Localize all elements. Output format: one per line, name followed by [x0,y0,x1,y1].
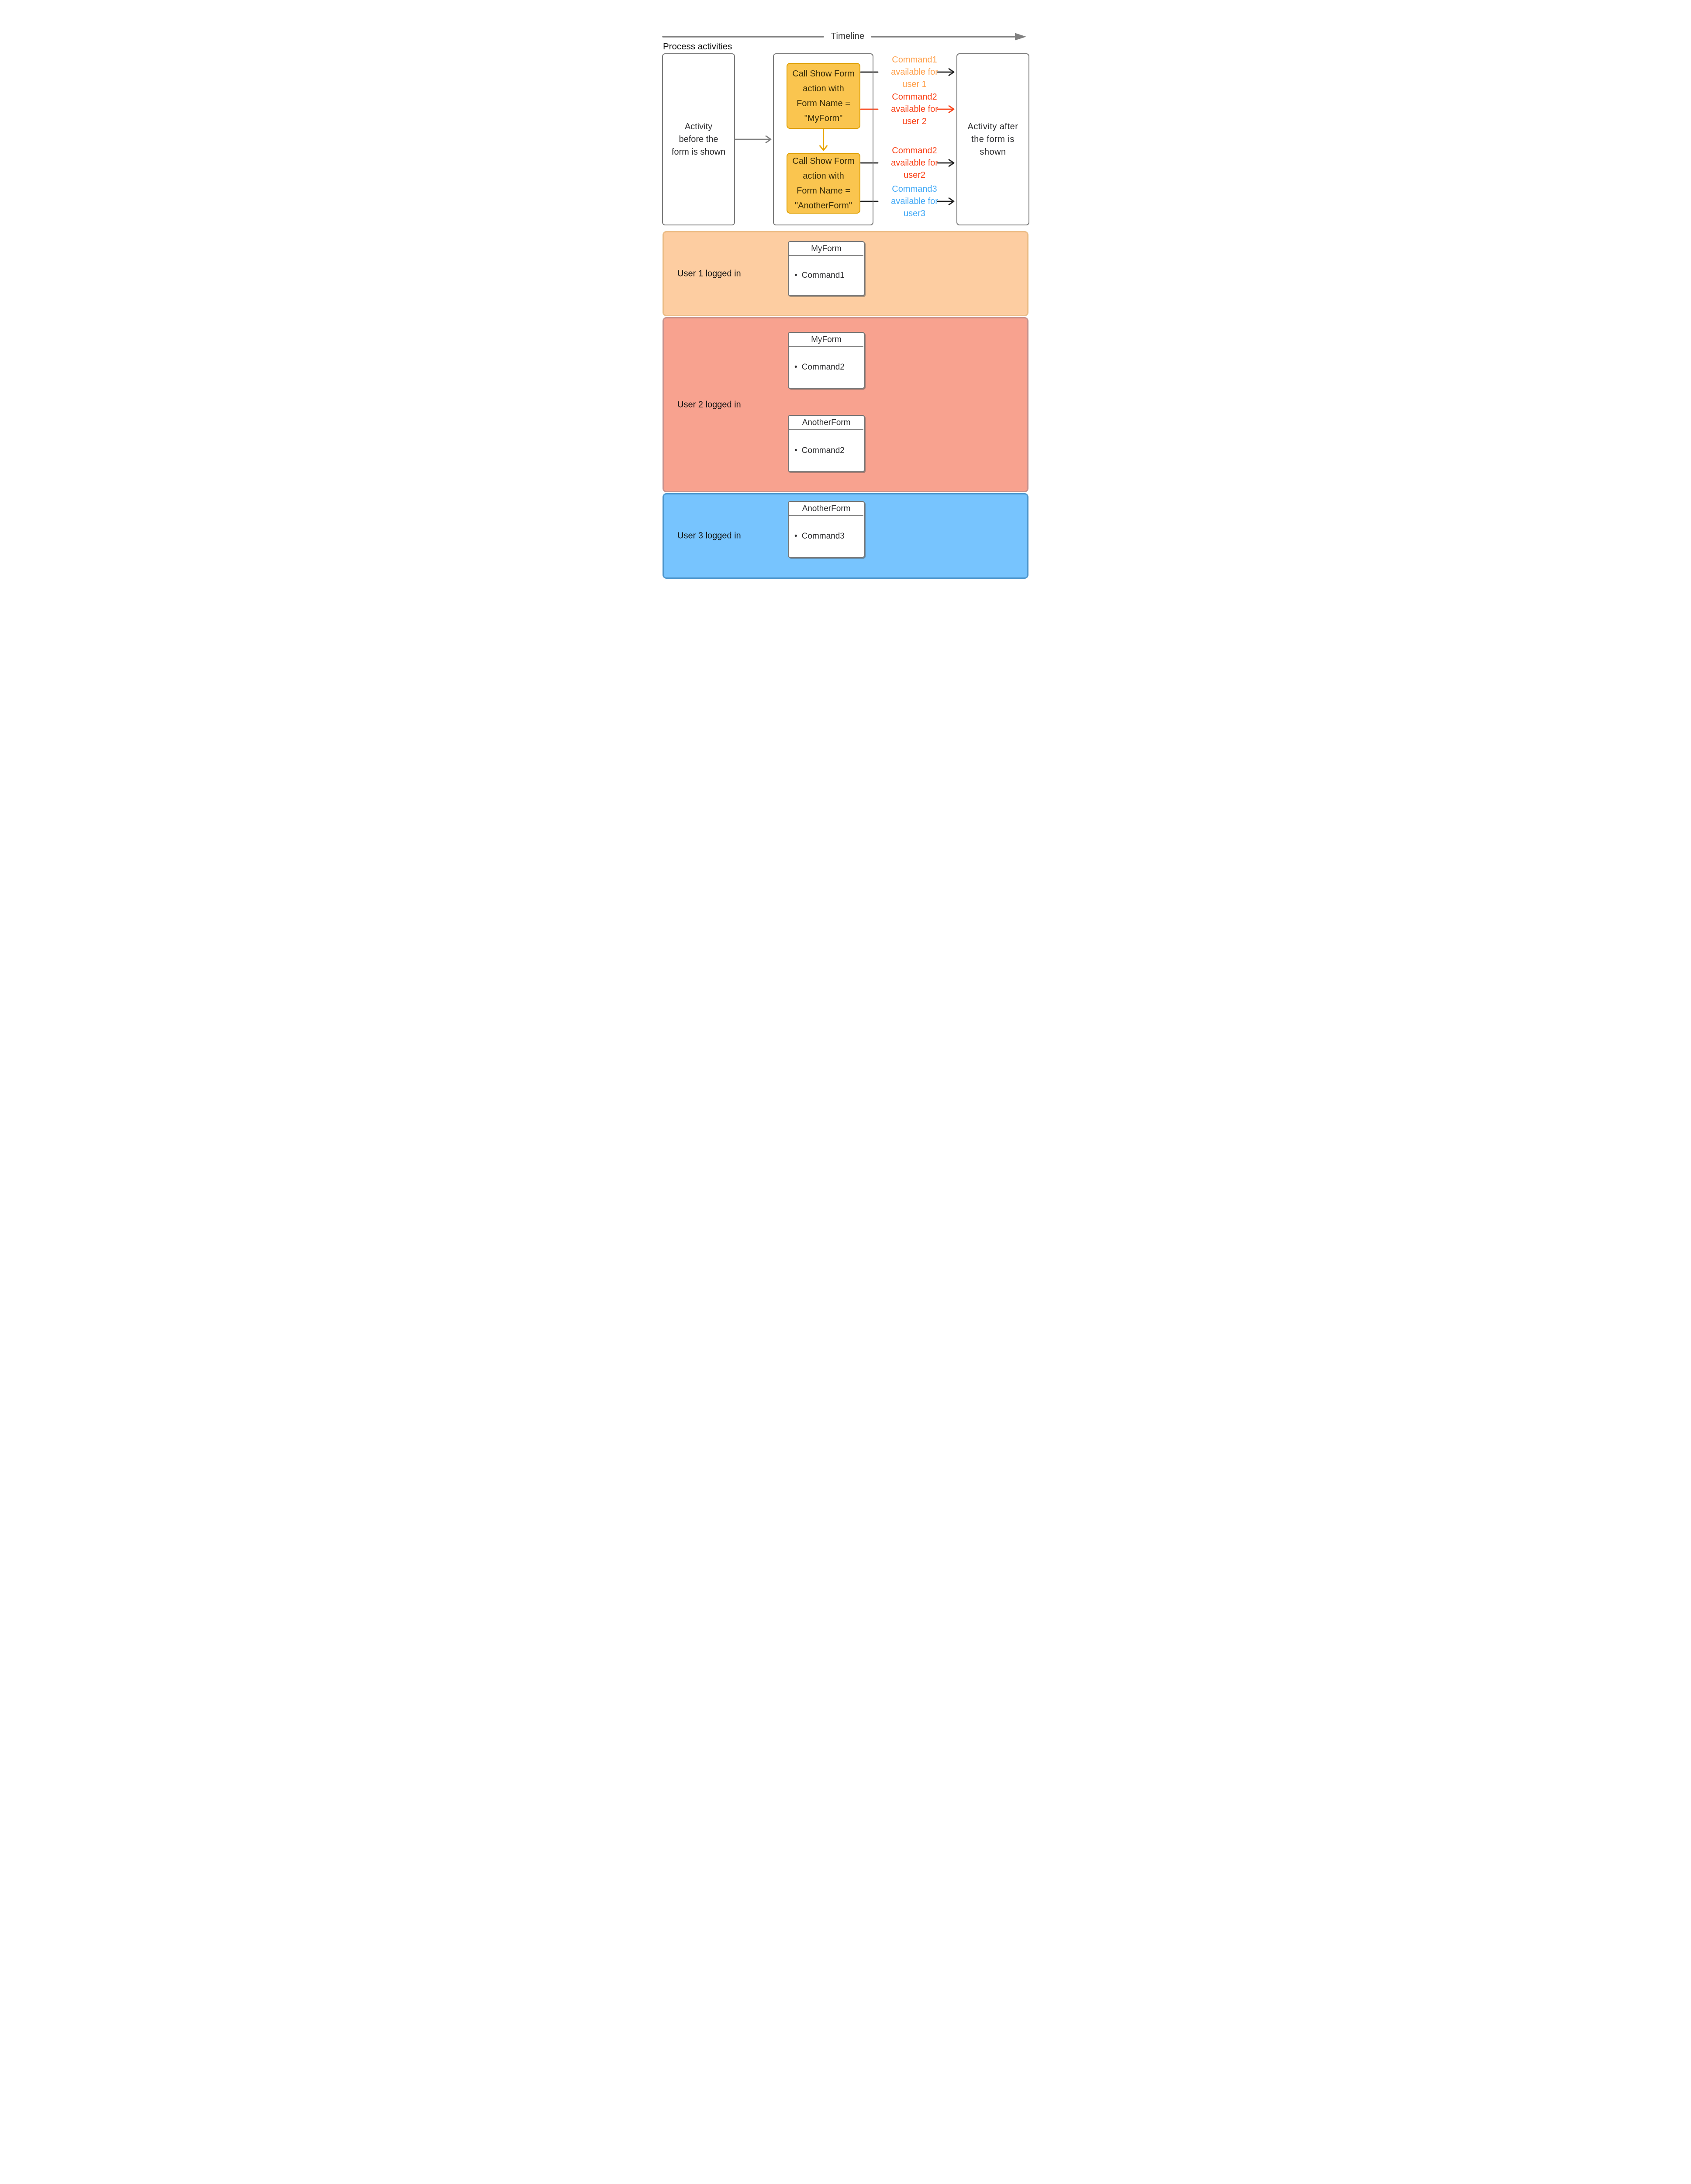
form-title: AnotherForm [802,418,851,427]
form-body: Command1 [789,256,864,295]
annotation-line: user 1 [902,79,927,89]
user3-band-label: User 3 logged in [677,531,741,541]
annotation-line: user2 [903,170,926,180]
annotation-command2-user2-myform: Command2 available for user 2 [875,91,954,128]
box-line: "AnotherForm" [795,200,852,211]
form-command-item: Command3 [794,532,845,541]
form-body: Command2 [789,347,864,388]
annotation-line: user 2 [902,117,927,126]
annotation-command3-user3: Command3 available for user3 [875,183,954,220]
form-title: AnotherForm [802,504,851,513]
annotation-line: available for [891,158,938,168]
form-window-myform-user2: MyForm Command2 [788,332,865,389]
annotation-line: Command1 [892,55,937,65]
form-title: MyForm [811,335,842,344]
box-line: Call Show Form [792,69,855,79]
form-command-item: Command1 [794,271,845,280]
annotation-line: available for [891,67,938,77]
box-line: Call Show Form [792,156,855,166]
form-title-divider [789,346,863,347]
box-line: "MyForm" [804,113,843,123]
form-title: MyForm [811,244,842,253]
annotation-line: user3 [903,209,926,218]
form-window-anotherform-user3: AnotherForm Command3 [788,501,865,558]
annotation-line: Command3 [892,184,937,194]
arrow-before-to-actions [734,135,772,143]
form-title-divider [789,515,863,516]
box-line: Activity after [967,121,1018,131]
box-line: form is shown [671,147,726,157]
annotation-line: Command2 [892,92,937,102]
form-command-item: Command2 [794,363,845,372]
diagram-canvas: Timeline Process activities Activity bef… [634,0,1057,600]
annotation-command2-user2-anotherform: Command2 available for user2 [875,145,954,181]
annotation-line: available for [891,104,938,114]
box-line: shown [980,147,1006,157]
activity-before-box: Activity before the form is shown [662,53,735,225]
box-line: before the [679,134,718,144]
box-line: Form Name = [797,186,850,196]
form-command-item: Command2 [794,446,845,456]
annotation-line: available for [891,197,938,206]
action-box-anotherform: Call Show Form action with Form Name = "… [787,153,860,214]
timeline-label: Timeline [831,31,865,41]
form-title-divider [789,255,863,256]
action-box-myform: Call Show Form action with Form Name = "… [787,63,860,129]
form-window-myform-user1: MyForm Command1 [788,241,865,296]
annotation-command1-user1: Command1 available for user 1 [875,54,954,90]
user1-band-label: User 1 logged in [677,269,741,278]
box-line: action with [803,83,844,93]
annotation-line: Command2 [892,146,937,156]
page-title: Process activities [663,41,732,52]
box-line: the form is [971,134,1015,144]
form-body: Command3 [789,516,864,557]
form-body: Command2 [789,430,864,471]
timeline-arrowhead [1015,33,1026,41]
form-title-divider [789,429,863,430]
user2-band-label: User 2 logged in [677,400,741,409]
form-actions-container [773,53,873,225]
activity-after-box: Activity after the form is shown [956,53,1029,225]
box-line: Activity [684,121,713,131]
form-window-anotherform-user2: AnotherForm Command2 [788,415,865,472]
box-line: Form Name = [797,98,850,108]
box-line: action with [803,171,844,181]
